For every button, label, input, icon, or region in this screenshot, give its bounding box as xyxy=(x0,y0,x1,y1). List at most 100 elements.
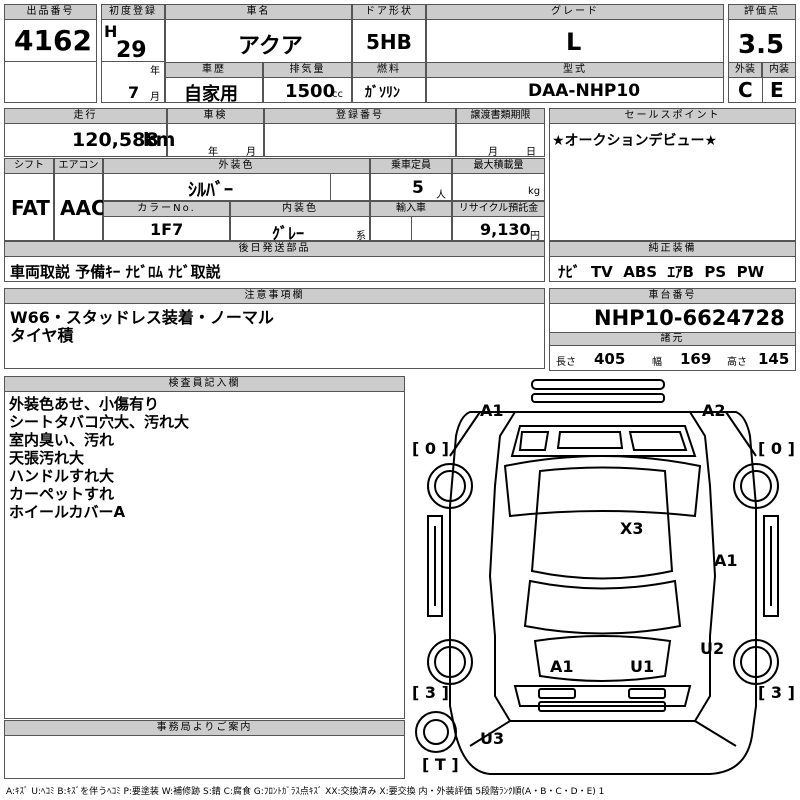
width: 169 xyxy=(680,350,712,368)
length: 405 xyxy=(594,350,626,368)
inspector-box xyxy=(4,391,405,719)
legend: A:ｷｽﾞ U:ﾍｺﾐ B:ｷｽﾞを伴うﾍｺﾐ P:要塗装 W:補修跡 S:錆 … xyxy=(6,787,605,797)
max-load-label: 最大積載量 xyxy=(452,158,545,174)
later-parts-label: 後日発送部品 xyxy=(4,241,545,257)
interior-suffix: 系 xyxy=(356,231,366,242)
month-unit: 月 xyxy=(150,92,160,103)
mark-roof: X3 xyxy=(620,519,643,538)
fuel: ｶﾞｿﾘﾝ xyxy=(365,85,400,101)
capacity-label: 乗車定員 xyxy=(370,158,452,174)
notes-line-1: W66・スタッドレス装着・ノーマル xyxy=(10,308,274,327)
equipment: ﾅﾋﾞ TV ABS ｴｱB PS PW xyxy=(558,263,765,281)
capacity-unit: 人 xyxy=(436,190,446,201)
ext-score-label: 外装 xyxy=(728,62,762,78)
shift-label: シフト xyxy=(4,158,54,174)
year-unit: 年 xyxy=(150,66,160,77)
notes-line-2: タイヤ積 xyxy=(10,326,74,345)
lot-label: 出品番号 xyxy=(4,4,97,20)
tire-front-right: [ 0 ] xyxy=(758,439,795,458)
first-reg-year: 29 xyxy=(116,38,147,63)
mileage: 120,588 xyxy=(72,129,159,151)
shift: FAT xyxy=(11,196,50,220)
first-reg-month: 7 xyxy=(128,83,140,102)
interior-color: ｸﾞﾚｰ xyxy=(272,224,305,243)
recycle-fee: 9,130 xyxy=(480,220,531,239)
sales-point-label: セールスポイント xyxy=(549,108,796,124)
notes-label: 注意事項欄 xyxy=(4,288,545,304)
mark-front-right: A2 xyxy=(702,401,726,420)
chassis-number: NHP10-6624728 xyxy=(594,306,785,330)
mark-rear-right-fender: U2 xyxy=(700,639,724,658)
later-parts: 車両取説 予備ｷｰ ﾅﾋﾞﾛﾑ ﾅﾋﾞ取説 xyxy=(10,263,221,281)
fuel-label: 燃料 xyxy=(352,62,426,78)
recycle-label: リサイクル預託金 xyxy=(452,201,545,217)
import-label: 輸入車 xyxy=(370,201,452,217)
grade-label: グレード xyxy=(426,4,724,20)
aircon-label: エアコン xyxy=(54,158,103,174)
inspector-line-1: 外装色あせ、小傷有り xyxy=(9,395,160,413)
int-score-label: 内装 xyxy=(762,62,796,78)
model: DAA-NHP10 xyxy=(528,81,641,101)
score: 3.5 xyxy=(738,30,785,60)
score-label: 評価点 xyxy=(728,4,796,20)
height-label: 高さ xyxy=(727,357,747,368)
grade: L xyxy=(566,28,582,56)
office-label: 事務局よりご案内 xyxy=(4,720,405,736)
ext-score: C xyxy=(738,78,753,102)
kg-unit: kg xyxy=(528,186,541,197)
inspector-line-4: 天張汚れ大 xyxy=(9,449,85,467)
model-label: 型式 xyxy=(426,62,724,78)
door-type: 5HB xyxy=(366,30,412,54)
door-label: ドア形状 xyxy=(352,4,426,20)
exterior-color-label: 外装色 xyxy=(103,158,370,174)
mark-right-door: A1 xyxy=(714,551,738,570)
spare-tire: [ T ] xyxy=(422,755,459,774)
tire-rear-right: [ 3 ] xyxy=(758,683,795,702)
registration-label: 登録番号 xyxy=(264,108,456,124)
color-no: 1F7 xyxy=(150,220,184,239)
mark-trunk-right: U1 xyxy=(630,657,654,676)
capacity: 5 xyxy=(412,178,424,198)
mark-trunk-left: A1 xyxy=(550,657,574,676)
aircon: AAC xyxy=(60,196,106,220)
inspector-line-2: シートタバコ穴大、汚れ大 xyxy=(9,413,190,431)
interior-color-label: 内装色 xyxy=(230,201,370,217)
displacement: 1500 xyxy=(285,81,336,102)
height: 145 xyxy=(758,350,790,368)
sales-point: ★オークションデビュー★ xyxy=(552,133,718,149)
transfer-day: 日 xyxy=(526,147,536,158)
inspector-label: 検査員記入欄 xyxy=(4,376,405,392)
inspection-label: 車検 xyxy=(167,108,264,124)
car-diagram: A1 A2 X3 A1 U2 A1 U1 U3 [ 0 ] [ 0 ] [ 3 … xyxy=(410,376,798,780)
yen-unit: 円 xyxy=(530,231,540,242)
length-label: 長さ xyxy=(556,357,576,368)
transfer-label: 譲渡書類期限 xyxy=(456,108,545,124)
first-reg-label: 初度登録 xyxy=(101,4,165,20)
era: H xyxy=(104,22,118,41)
chassis-label: 車台番号 xyxy=(549,288,796,304)
inspector-line-6: カーペットすれ xyxy=(9,485,115,503)
inspector-line-3: 室内臭い、汚れ xyxy=(9,431,115,449)
notes-box xyxy=(4,303,545,369)
mileage-label: 走行 xyxy=(4,108,167,124)
transfer-month: 月 xyxy=(488,147,498,158)
inspector-line-7: ホイールカバーA xyxy=(9,503,126,521)
insp-month: 月 xyxy=(246,147,256,158)
displacement-label: 排気量 xyxy=(263,62,352,78)
equipment-label: 純正装備 xyxy=(549,241,796,257)
int-score: E xyxy=(770,78,784,102)
width-label: 幅 xyxy=(652,357,662,368)
car-name-label: 車名 xyxy=(165,4,352,20)
lot-number: 4162 xyxy=(14,24,92,57)
specs-label: 諸元 xyxy=(549,332,796,346)
car-name: アクア xyxy=(238,34,303,59)
inspector-line-5: ハンドルすれ大 xyxy=(9,467,115,485)
tire-rear-left: [ 3 ] xyxy=(412,683,449,702)
mark-front-left: A1 xyxy=(480,401,504,420)
exterior-color: ｼﾙﾊﾞｰ xyxy=(188,180,233,201)
mark-rear-bumper: U3 xyxy=(480,729,504,748)
cc-unit: cc xyxy=(332,89,343,100)
history: 自家用 xyxy=(184,84,238,105)
history-label: 車歴 xyxy=(165,62,263,78)
insp-year: 年 xyxy=(208,147,218,158)
